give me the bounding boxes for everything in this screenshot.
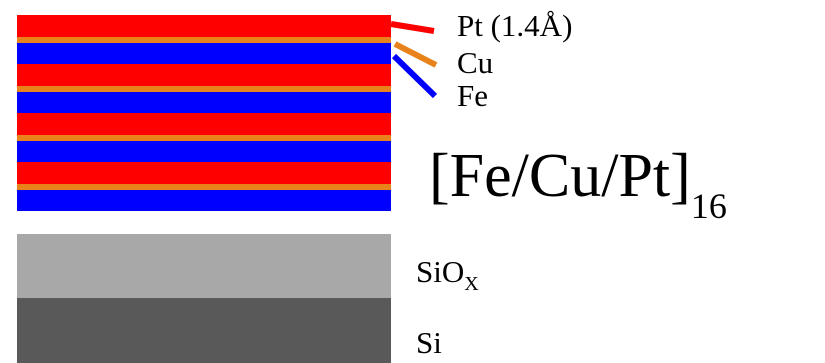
si-layer-label: Si — [416, 325, 442, 360]
sio-main: SiO — [416, 254, 465, 289]
pt-layer — [17, 64, 391, 86]
fe-layer — [17, 43, 391, 64]
pt-layer — [17, 162, 391, 184]
cu-layer — [17, 135, 391, 141]
formula-subscript: 16 — [690, 186, 727, 226]
cu-layer-label: Cu — [457, 45, 494, 80]
fe-layer-label: Fe — [457, 78, 488, 113]
fe-layer — [17, 141, 391, 162]
sio-substrate-layer — [17, 234, 391, 298]
cu-layer — [17, 37, 391, 43]
sio-subscript: X — [464, 273, 479, 295]
cu-layer — [17, 184, 391, 190]
fe-layer — [17, 92, 391, 113]
pt-leader-line — [390, 21, 435, 34]
cu-leader-line — [393, 41, 438, 68]
cu-layer — [17, 86, 391, 92]
fe-leader-line — [391, 53, 438, 99]
sio-layer-label: SiOX — [416, 254, 479, 294]
formula-main: [Fe/Cu/Pt] — [429, 142, 691, 210]
pt-layer — [17, 113, 391, 135]
pt-layer-label: Pt (1.4Å) — [457, 8, 573, 43]
fe-layer — [17, 190, 391, 211]
si-substrate-layer — [17, 298, 391, 363]
multilayer-formula: [Fe/Cu/Pt]16 — [429, 142, 727, 224]
pt-layer — [17, 15, 391, 37]
